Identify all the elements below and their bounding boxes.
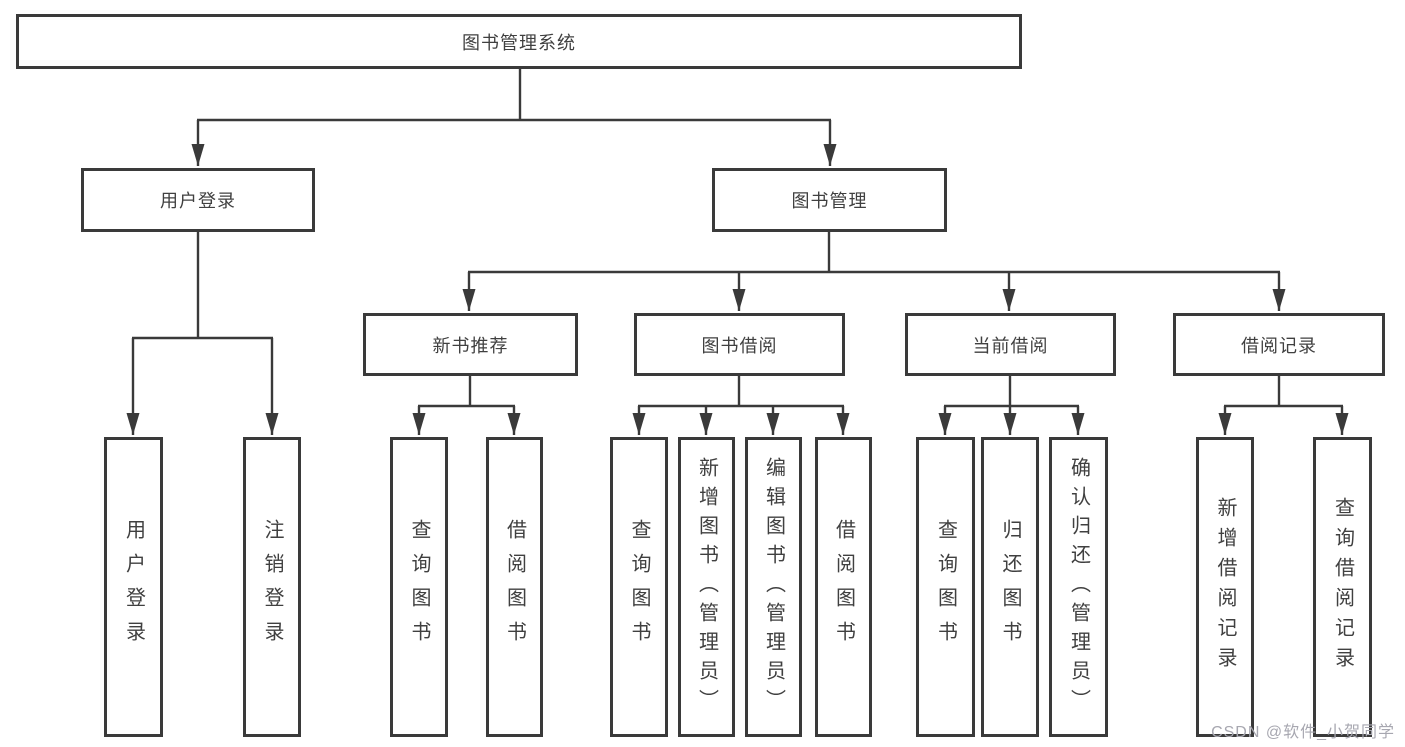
node-book-borrowing: 图书借阅 (634, 313, 845, 376)
leaf-query-books-recommend: 查询图书 (390, 437, 448, 737)
leaf-add-book-admin: 新增图书（管理员） (678, 437, 735, 737)
leaf-borrow-books-recommend: 借阅图书 (486, 437, 543, 737)
node-new-book-recommendation: 新书推荐 (363, 313, 578, 376)
node-current-borrowing: 当前借阅 (905, 313, 1116, 376)
leaf-add-borrow-record: 新增借阅记录 (1196, 437, 1254, 737)
leaf-return-book: 归还图书 (981, 437, 1039, 737)
leaf-query-books-current: 查询图书 (916, 437, 975, 737)
node-borrowing-records: 借阅记录 (1173, 313, 1385, 376)
leaf-edit-book-admin: 编辑图书（管理员） (745, 437, 802, 737)
watermark: CSDN @软件_小贺同学 (1211, 724, 1395, 741)
leaf-user-login: 用户登录 (104, 437, 163, 737)
leaf-logout: 注销登录 (243, 437, 301, 737)
leaf-borrow-books-borrowing: 借阅图书 (815, 437, 872, 737)
node-book-management: 图书管理 (712, 168, 947, 232)
leaf-confirm-return-admin: 确认归还（管理员） (1049, 437, 1108, 737)
leaf-query-books-borrowing: 查询图书 (610, 437, 668, 737)
leaf-query-borrow-record: 查询借阅记录 (1313, 437, 1372, 737)
node-user-login: 用户登录 (81, 168, 315, 232)
node-library-system: 图书管理系统 (16, 14, 1022, 69)
